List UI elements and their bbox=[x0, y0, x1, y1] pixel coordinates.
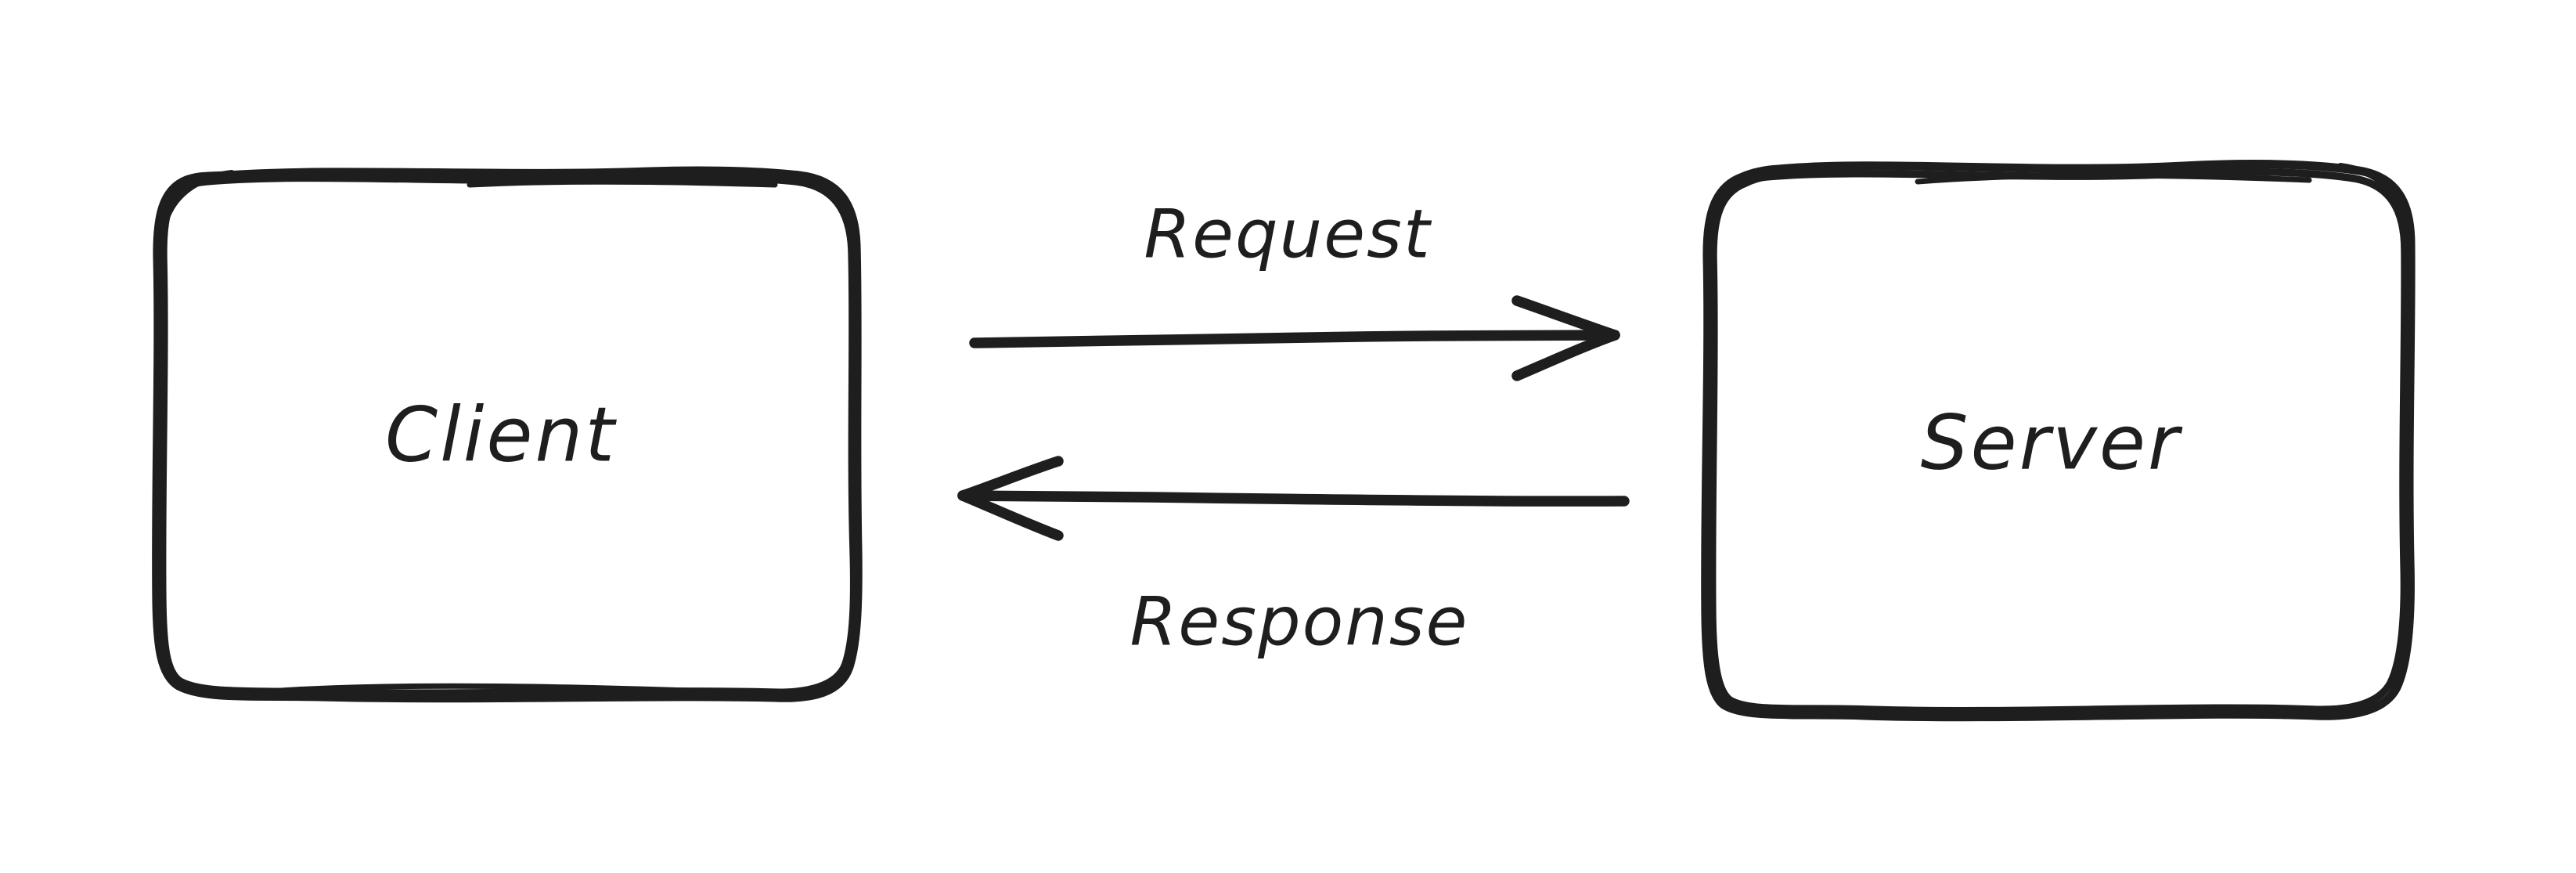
client-label: Client bbox=[385, 391, 617, 478]
client-box-outline-pass2 bbox=[158, 173, 858, 697]
server-box-corner-seam bbox=[2337, 163, 2412, 302]
edge-response[interactable]: Response bbox=[957, 456, 1630, 661]
client-box-outline-pass1 bbox=[152, 166, 863, 703]
request-arrow-head-upper bbox=[1511, 295, 1620, 341]
node-client[interactable]: Client bbox=[152, 166, 863, 703]
request-arrow-shaft bbox=[969, 330, 1620, 348]
response-arrow-shaft bbox=[957, 490, 1630, 507]
response-label: Response bbox=[1130, 583, 1469, 661]
client-box-top-seam bbox=[467, 179, 778, 188]
server-box-outline-pass2 bbox=[1708, 168, 2408, 715]
client-box-bottom-seam bbox=[255, 683, 692, 695]
request-label: Request bbox=[1144, 195, 1432, 273]
response-arrow-head-upper bbox=[957, 456, 1064, 501]
server-box-top-seam bbox=[1915, 172, 2312, 185]
server-box-bottom-seam bbox=[1821, 706, 2289, 719]
server-box-left-seam bbox=[1705, 334, 1713, 504]
edge-request[interactable]: Request bbox=[969, 195, 1620, 381]
server-box-fill bbox=[1706, 164, 2411, 719]
response-arrow-head-lower bbox=[957, 490, 1064, 541]
client-box-fill bbox=[158, 172, 858, 698]
client-box-corner-seam bbox=[156, 170, 235, 319]
server-label: Server bbox=[1921, 399, 2183, 486]
node-server[interactable]: Server bbox=[1701, 160, 2416, 722]
request-arrow-head-lower bbox=[1511, 330, 1620, 381]
